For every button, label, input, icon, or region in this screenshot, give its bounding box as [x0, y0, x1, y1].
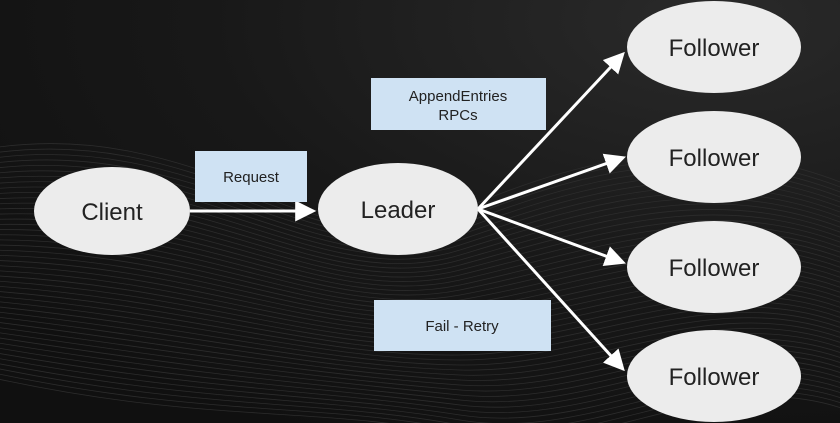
- follower-node-1: Follower: [627, 1, 801, 93]
- leader-node: Leader: [318, 163, 478, 255]
- client-node: Client: [34, 167, 190, 255]
- follower-node-4-label: Follower: [669, 364, 760, 391]
- fail-retry-label: Fail - Retry: [425, 318, 499, 335]
- append-entries-label-line-2: RPCs: [438, 107, 477, 124]
- append-arrow-follower-2: [477, 153, 626, 211]
- background-wave-line: [0, 311, 840, 371]
- request-label-box: Request: [195, 151, 307, 202]
- append-arrow-follower-3: [477, 207, 626, 267]
- append-arrow-follower-1: [476, 51, 625, 211]
- client-node-label: Client: [81, 199, 143, 226]
- follower-node-4: Follower: [627, 330, 801, 422]
- fail-retry-label-box: Fail - Retry: [374, 300, 551, 351]
- follower-node-2-label: Follower: [669, 145, 760, 172]
- follower-node-2: Follower: [627, 111, 801, 203]
- background-wave-line: [0, 301, 840, 361]
- request-label: Request: [223, 169, 280, 186]
- leader-node-label: Leader: [361, 197, 436, 224]
- background-wave-line: [0, 306, 840, 366]
- append-arrow-follower-4: [476, 207, 625, 372]
- follower-node-1-label: Follower: [669, 35, 760, 62]
- append-entries-label-line-1: AppendEntries: [409, 88, 507, 105]
- follower-node-3: Follower: [627, 221, 801, 313]
- background-wave-line: [0, 296, 840, 356]
- follower-node-3-label: Follower: [669, 255, 760, 282]
- append-entries-label-box: AppendEntries RPCs: [371, 78, 546, 130]
